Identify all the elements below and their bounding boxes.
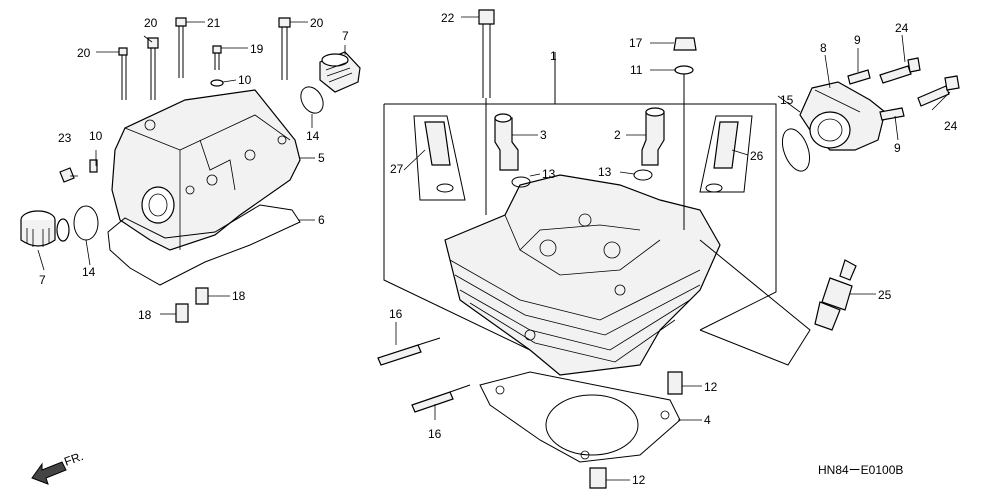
callout-22: 22 [441, 11, 455, 25]
callout-12-bottom: 12 [632, 473, 646, 487]
callout-15: 15 [780, 93, 794, 107]
callout-25: 25 [878, 288, 892, 302]
callout-7-top: 7 [342, 29, 349, 43]
callout-20-right: 20 [310, 16, 324, 30]
cap-nut-17 [673, 37, 697, 230]
dowel-pins-12 [589, 371, 683, 489]
callout-10-top: 10 [238, 73, 252, 87]
cap-plug-left [20, 210, 70, 247]
callout-12-right: 12 [704, 380, 718, 394]
callout-13-left: 13 [542, 167, 556, 181]
callout-8: 8 [820, 41, 827, 55]
callout-18-left: 18 [138, 308, 152, 322]
cylinder-head [444, 174, 721, 376]
dowel-pins-18 [175, 287, 209, 323]
callout-24-right: 24 [944, 119, 958, 133]
callout-24-top: 24 [895, 21, 909, 35]
callout-18-right: 18 [232, 289, 246, 303]
callout-5: 5 [318, 151, 325, 165]
callout-3: 3 [540, 128, 547, 142]
callout-23: 23 [58, 131, 72, 145]
callout-9-bottom: 9 [894, 141, 901, 155]
callout-9-top: 9 [854, 33, 861, 47]
callout-10-left: 10 [89, 129, 103, 143]
cover-gasket [107, 204, 301, 286]
callout-2: 2 [614, 128, 621, 142]
callout-labels: 1 2 3 4 5 6 7 7 8 9 9 10 10 11 12 12 13 … [39, 11, 958, 487]
o-ring-left [73, 205, 99, 241]
o-ring-top [300, 86, 324, 114]
studs-16 [377, 337, 471, 413]
callout-21: 21 [207, 16, 221, 30]
diagram-reference-code: HN84ーE0100B [818, 463, 903, 477]
callout-13-right: 13 [598, 165, 612, 179]
bolt-22 [478, 9, 495, 215]
intake-pipe [799, 81, 886, 151]
callout-16-bottom: 16 [428, 427, 442, 441]
valve-guides [494, 107, 665, 188]
leader-lines [37, 16, 951, 481]
callout-4: 4 [704, 413, 711, 427]
callout-1: 1 [550, 49, 557, 63]
callout-6: 6 [318, 213, 325, 227]
callout-16-top: 16 [389, 307, 403, 321]
callout-11: 11 [630, 63, 643, 77]
valve-guide-box-26 [699, 115, 753, 193]
cylinder-head-cover [111, 89, 301, 251]
cap-plug-top [319, 51, 361, 93]
cylinder-head-group-box [383, 103, 777, 351]
callout-14-left: 14 [82, 265, 96, 279]
callout-14-top: 14 [306, 129, 320, 143]
valve-guide-box-27 [413, 115, 466, 201]
head-gasket [479, 371, 681, 463]
front-direction-arrow: FR. [31, 449, 85, 485]
callout-26: 26 [750, 149, 764, 163]
cover-bolts [59, 17, 291, 183]
callout-19: 19 [250, 42, 264, 56]
callout-20-left: 20 [77, 46, 91, 60]
spark-plug [814, 259, 857, 331]
callout-27: 27 [390, 162, 404, 176]
intake-studs [847, 57, 960, 121]
direction-label: FR. [62, 449, 85, 469]
callout-17: 17 [629, 36, 643, 50]
o-ring-15 [781, 128, 811, 172]
callout-20-mid: 20 [144, 16, 158, 30]
callout-7-left: 7 [39, 273, 46, 287]
